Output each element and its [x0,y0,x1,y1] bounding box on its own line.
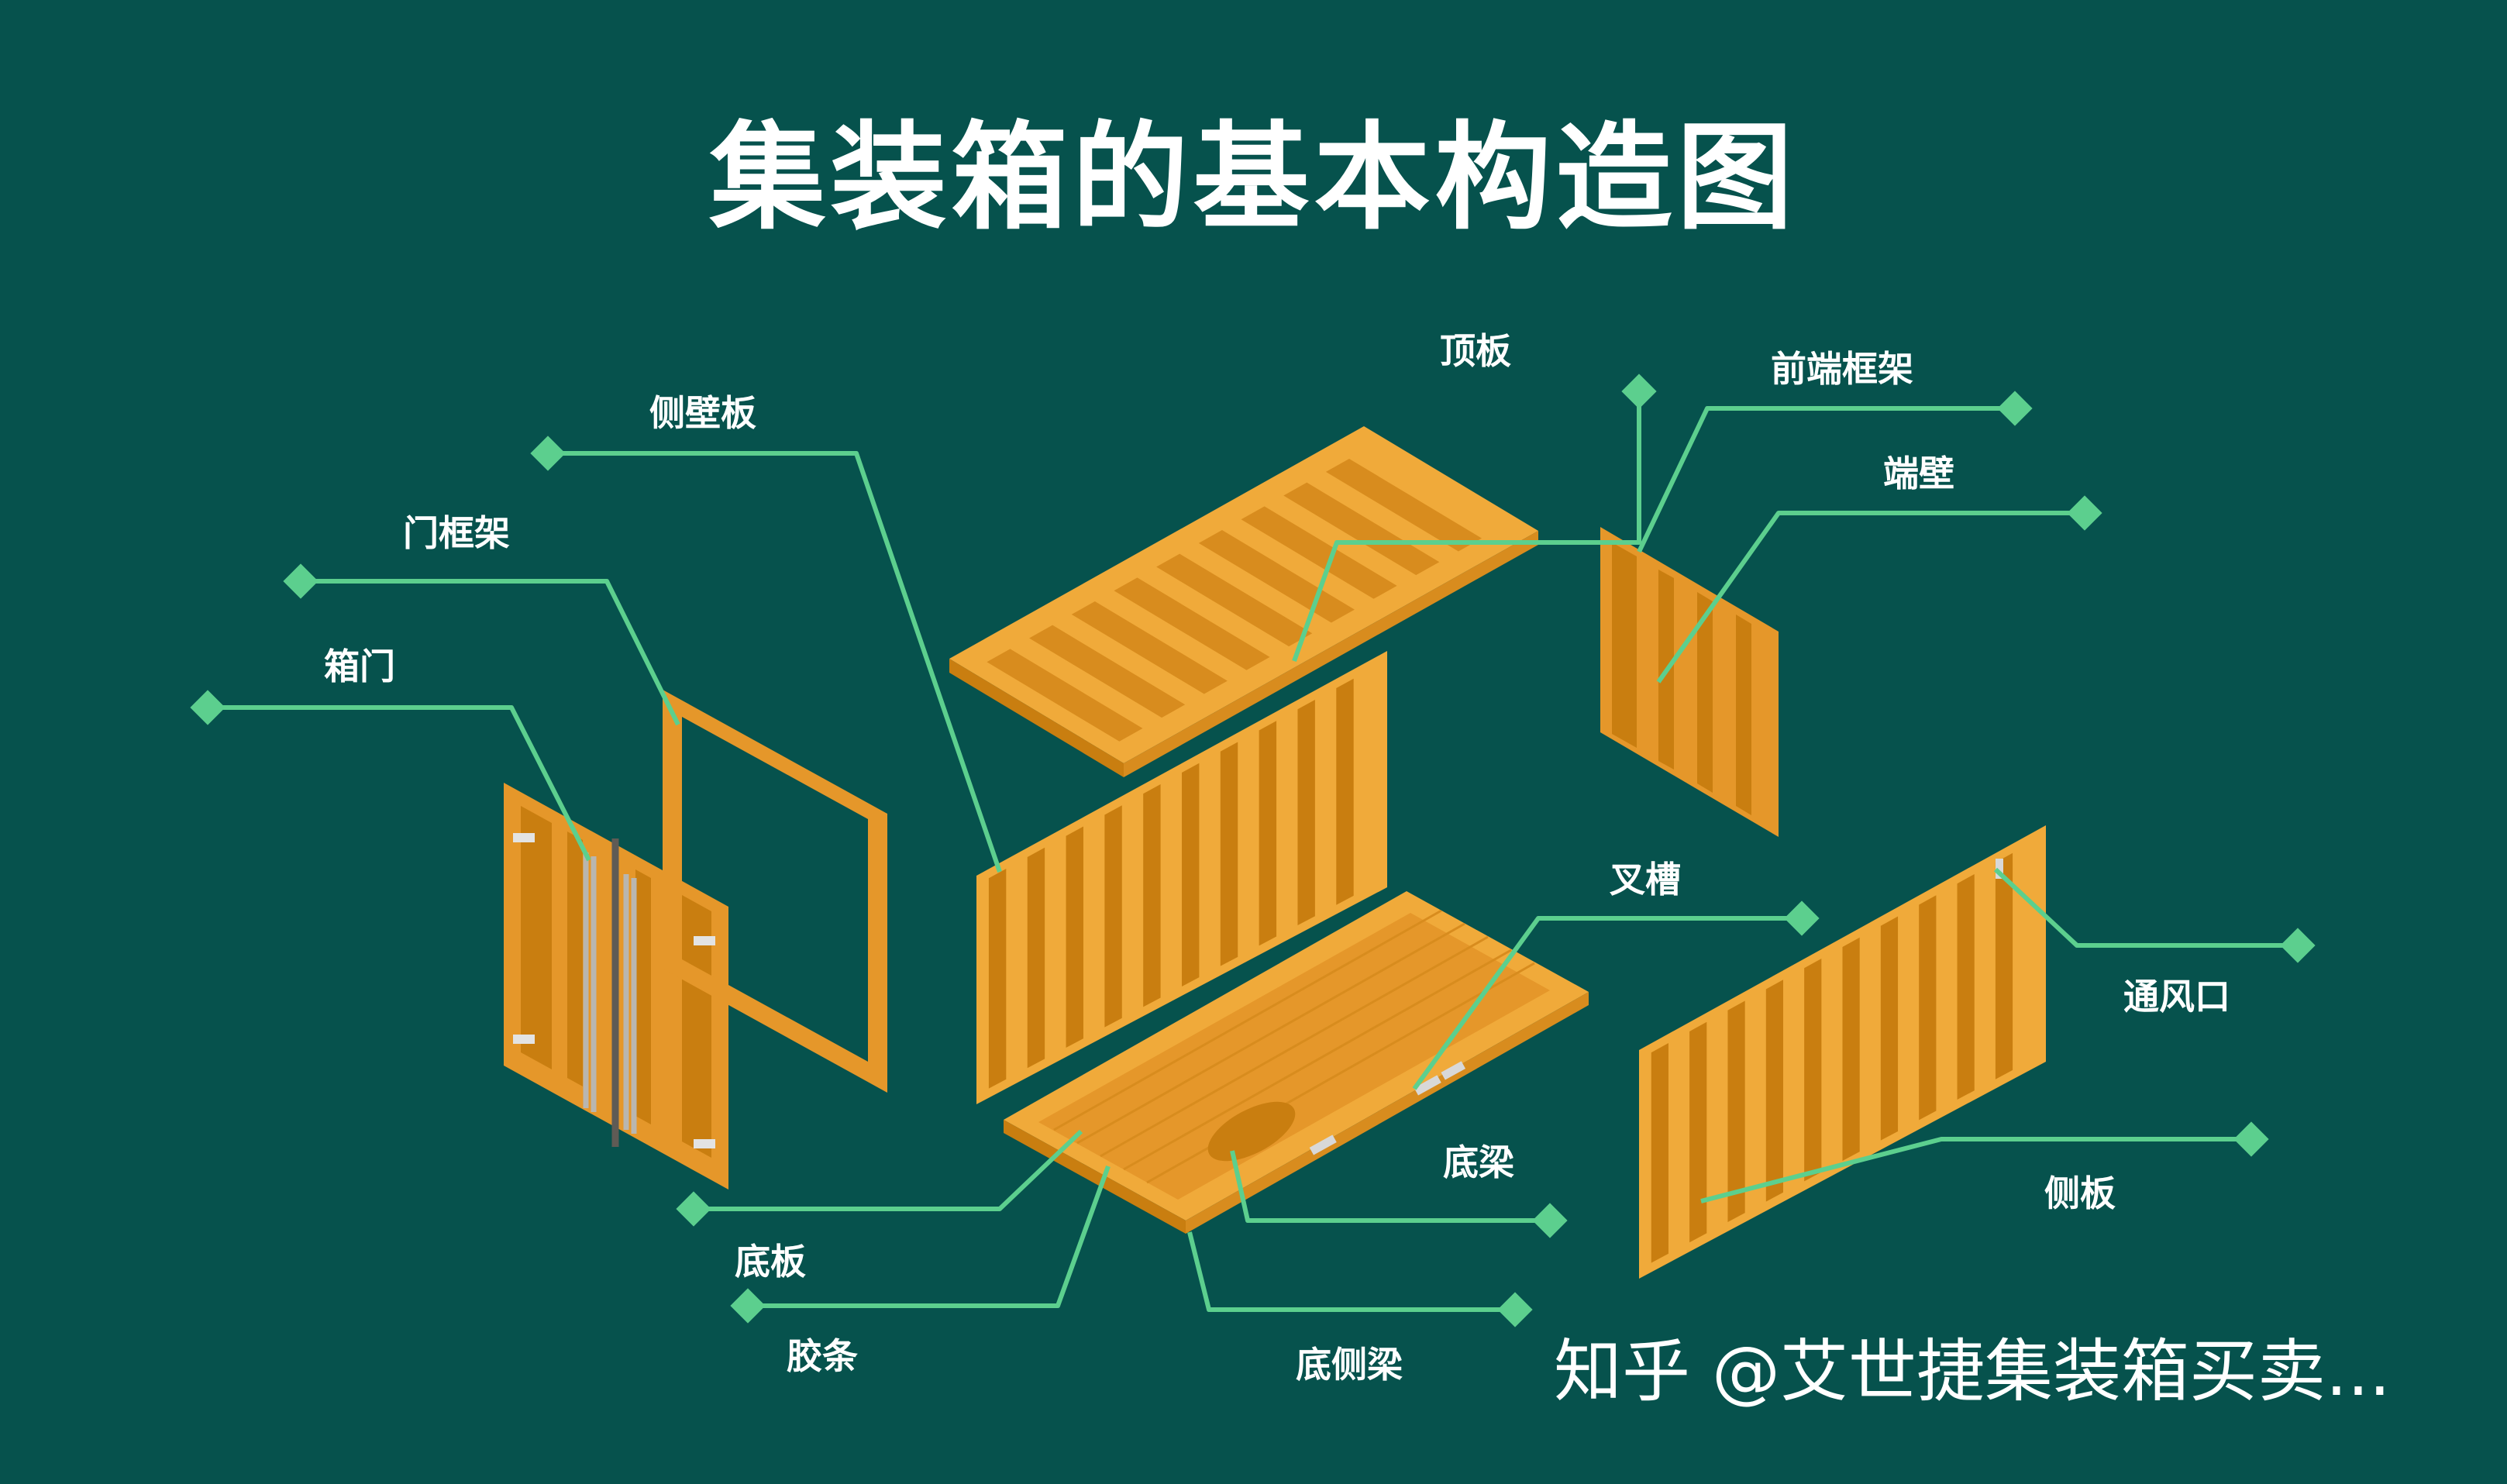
side-panel-rib [1957,873,1975,1100]
side-panel-rib [1727,1000,1745,1222]
side-wall-rib [1104,805,1122,1028]
leader-front-frame [1637,406,2015,553]
marker-door-frame [283,563,319,599]
label-floor: 底板 [735,1241,806,1283]
side-panel-rib [1804,958,1822,1182]
side-wall-rib [1182,763,1200,986]
label-fork-pocket: 叉槽 [1610,859,1681,900]
side-wall-panel [976,651,1387,1104]
side-wall-rib [1143,783,1161,1007]
side-panel-rib [1880,916,1899,1141]
label-gasket: 胶条 [787,1335,858,1377]
marker-gasket [730,1288,766,1324]
side-wall-rib [1297,699,1315,926]
roof-rib [1114,577,1270,670]
side-panel-rib [1842,937,1860,1161]
leader-gasket [748,1165,1111,1308]
side-wall-rib [1336,678,1354,905]
marker-cross-member [1532,1203,1568,1238]
label-bottom-side-rail: 底侧梁 [1296,1344,1403,1386]
label-end-wall: 端壁 [1883,453,1954,494]
label-door: 箱门 [324,646,395,687]
roof-rib [1029,625,1186,718]
roof-rib [1071,601,1228,694]
side-panel-rib [1995,852,2013,1079]
roof-rib [1283,482,1440,576]
leader-side-wall [548,451,1002,873]
side-wall-rib [1220,742,1238,966]
side-wall-rib [988,869,1007,1089]
label-roof: 顶板 [1440,330,1511,372]
leader-door [208,705,591,862]
leader-fork-pocket [1412,916,1802,1090]
side-panel-rib [1651,1043,1668,1263]
marker-front-frame [1997,391,2033,426]
leader-end-wall [1656,511,2085,683]
side-panel [1639,825,2046,1279]
label-side-wall: 侧壁板 [649,392,756,434]
roof-rib [1325,459,1482,552]
label-door-frame: 门框架 [403,512,510,554]
leader-roof [1292,391,1641,663]
roof-rib [987,649,1143,742]
marker-end-wall [2067,495,2102,531]
door-frame-panel [663,690,887,1093]
label-cross-member: 底梁 [1443,1141,1514,1183]
floor-panel [1004,891,1589,1234]
marker-side-panel [2233,1121,2269,1157]
marker-door [190,690,226,725]
leader-side-panel [1700,1137,2251,1203]
leader-floor [694,1129,1083,1211]
marker-floor [676,1191,711,1227]
label-front-frame: 前端框架 [1771,348,1913,390]
marker-bottom-side-rail [1497,1292,1533,1327]
marker-vent [2280,928,2316,963]
leader-door-frame [301,579,680,726]
watermark: 知乎 @艾世捷集装箱买卖... [1554,1331,2391,1411]
leader-vent [1993,867,2298,948]
leader-bottom-side-rail [1187,1231,1515,1312]
side-wall-rib [1259,721,1277,946]
side-panel-rib [1765,980,1784,1202]
roof-rib [1156,553,1313,647]
leader-cross-member [1230,1150,1550,1223]
label-side-panel: 侧板 [2044,1172,2116,1214]
side-panel-rib [1689,1021,1707,1243]
roof-panel [949,426,1538,777]
side-panel-rib [1919,895,1937,1121]
roof-rib [1241,506,1397,599]
side-wall-rib [1027,847,1045,1069]
marker-fork-pocket [1784,900,1820,936]
page-title: 集装箱的基本构造图 [709,111,1798,246]
marker-roof [1621,374,1657,409]
marker-side-wall [530,436,566,471]
end-wall-panel [1600,527,1779,837]
label-vent: 通风口 [2123,976,2230,1017]
side-wall-rib [1066,826,1083,1048]
